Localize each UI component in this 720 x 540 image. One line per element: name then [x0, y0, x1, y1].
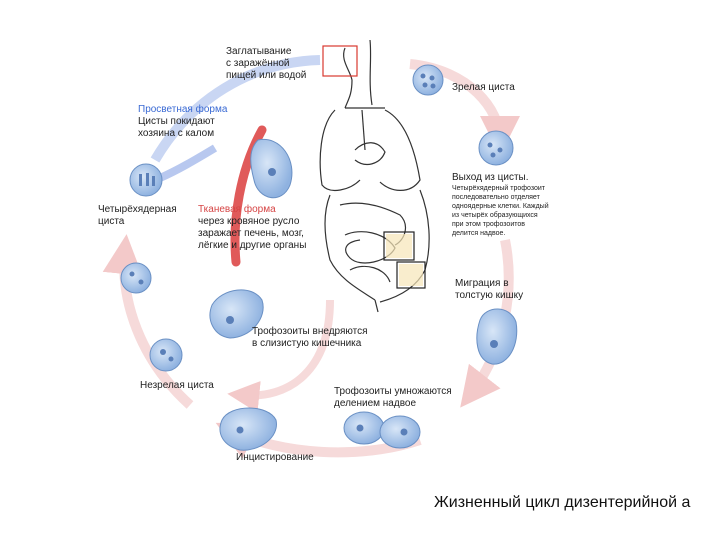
label-lumen-form-text: Цисты покидают хозяина с калом — [138, 116, 215, 139]
label-tissue-form-text: через кровяное русло заражает печень, мо… — [198, 216, 307, 251]
immature-cyst-cell — [149, 338, 183, 372]
cyst-cell-left-1 — [120, 262, 152, 294]
excystation-cell — [478, 130, 514, 166]
label-excystation-text: Четырёхядерный трофозоит последовательно… — [452, 185, 549, 237]
four-nucleus-cyst-cell — [129, 163, 163, 197]
label-encystation: Инцистирование — [236, 452, 314, 463]
label-mature-cyst: Зрелая циста — [452, 82, 515, 93]
label-ingestion: Заглатывание с заражённой пищей или водо… — [226, 46, 307, 81]
mature-cyst-cell — [412, 64, 444, 96]
label-trophozoites-multiply: Трофозоиты умножаются делением надвое — [334, 386, 452, 409]
dividing-trophozoite-cells — [343, 411, 421, 449]
label-four-nucleus-cyst: Четырёхядерная циста — [98, 204, 177, 227]
label-trophozoites-invade: Трофозоиты внедряются в слизистую кишечн… — [252, 326, 368, 349]
label-immature-cyst: Незрелая циста — [140, 380, 214, 391]
label-migration: Миграция в толстую кишку — [455, 278, 524, 301]
mouth-highlight-box — [322, 45, 358, 77]
migrating-trophozoite-cell — [476, 308, 518, 365]
tissue-form-trophozoite — [250, 138, 293, 199]
lumen-form-arrow — [158, 144, 218, 182]
label-excystation-title: Выход из цисты. — [452, 172, 529, 183]
label-tissue-form-title: Тканевая форма — [198, 204, 276, 215]
invading-trophozoite-cell — [209, 289, 264, 339]
large-intestine-box — [396, 261, 426, 289]
encystation-cell — [219, 407, 277, 451]
slide-caption: Жизненный цикл дизентерийной а — [434, 494, 691, 511]
small-intestine-box — [383, 231, 415, 261]
label-lumen-form-title: Просветная форма — [138, 104, 228, 115]
